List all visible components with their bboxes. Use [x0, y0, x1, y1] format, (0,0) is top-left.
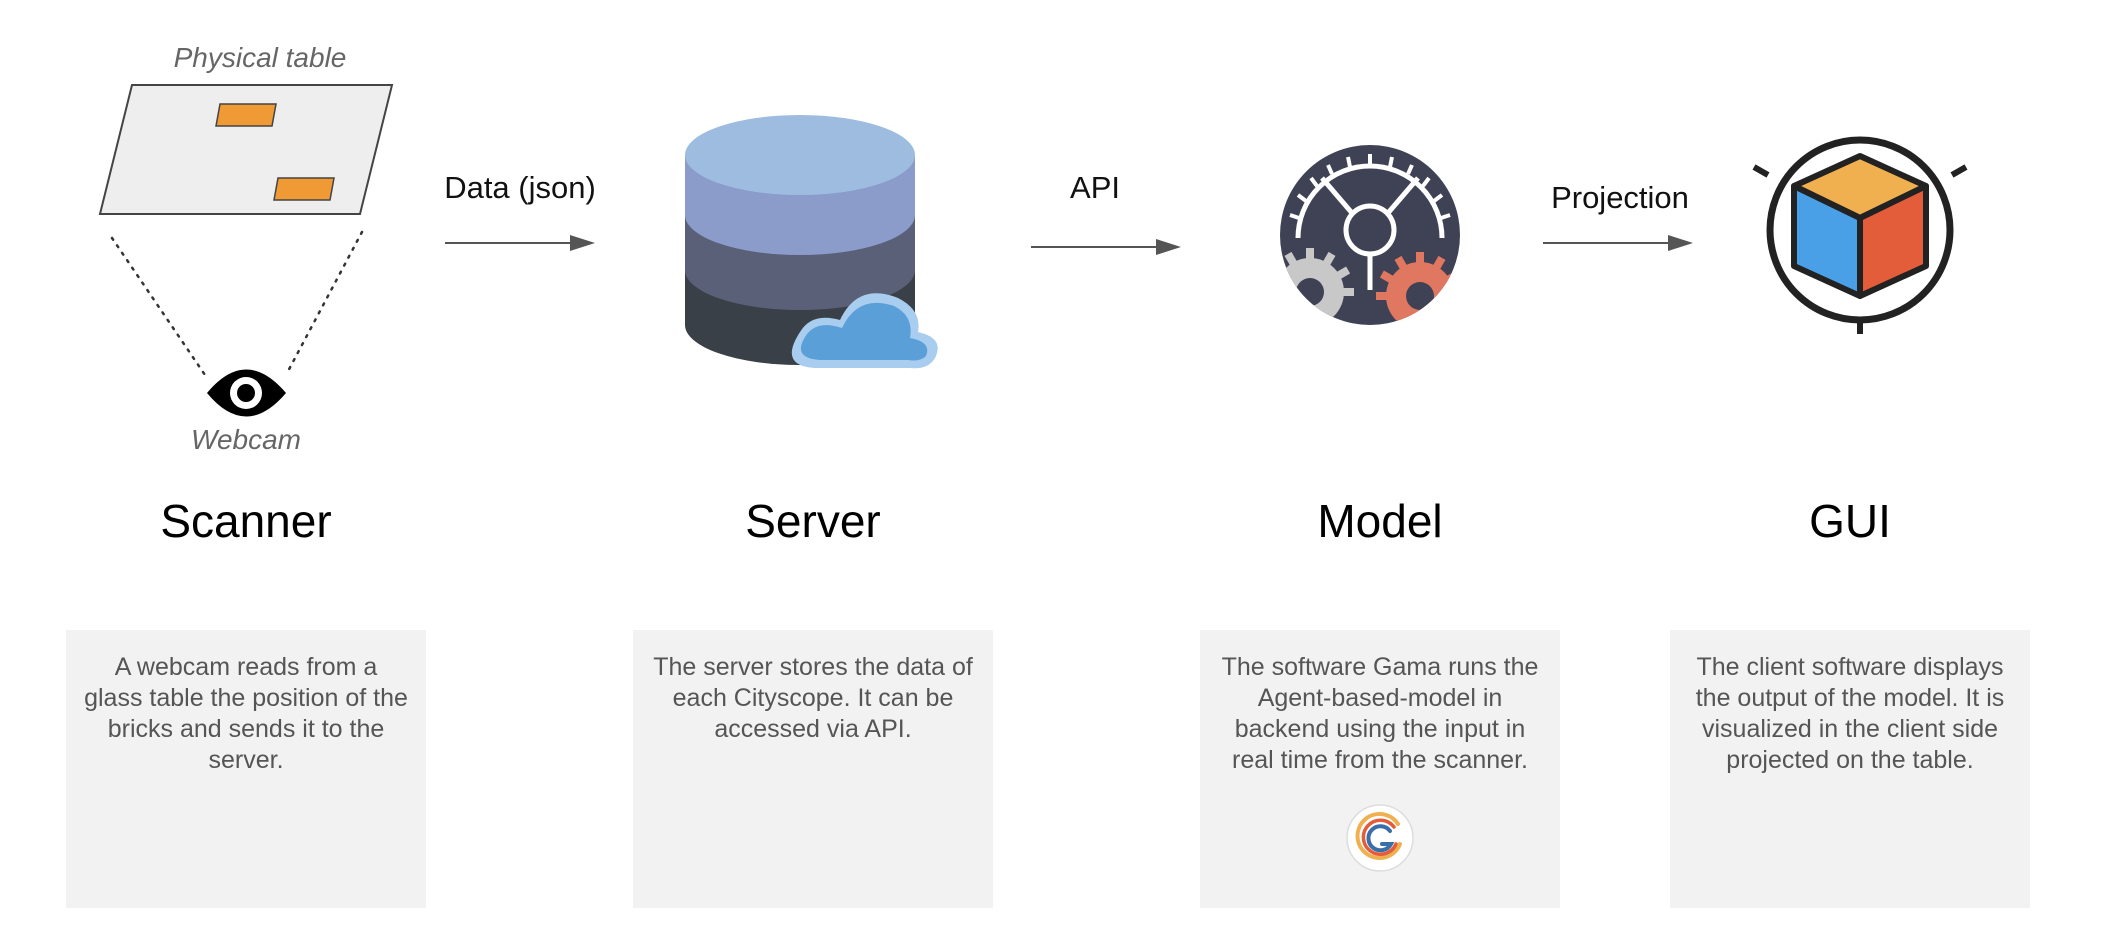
arrow-label-api: API	[1070, 170, 1120, 205]
scanner-illustration	[98, 84, 394, 417]
model-description: The software Gama runs the Agent-based-m…	[1221, 653, 1539, 774]
server-title: Server	[745, 495, 881, 547]
webcam-label: Webcam	[191, 424, 301, 455]
database-icon	[685, 115, 938, 369]
model-description-box: The software Gama runs the Agent-based-m…	[1200, 630, 1560, 908]
brick-icon	[273, 177, 335, 201]
arrow-scanner-to-server	[445, 235, 595, 251]
server-description-box: The server stores the data of each Citys…	[633, 630, 993, 908]
scanner-description-box: A webcam reads from a glass table the po…	[66, 630, 426, 908]
physical-table-icon	[98, 84, 394, 215]
gears-icon	[1280, 145, 1460, 325]
cube-icon	[1752, 136, 1968, 334]
gui-description-box: The client software displays the output …	[1670, 630, 2030, 908]
arrow-label-data-json: Data (json)	[444, 170, 596, 205]
arrow-model-to-gui	[1543, 235, 1693, 251]
scanner-title: Scanner	[160, 495, 332, 547]
server-description: The server stores the data of each Citys…	[653, 653, 973, 743]
gui-title: GUI	[1809, 495, 1891, 547]
gama-logo-icon	[1346, 804, 1414, 872]
arrow-label-projection: Projection	[1551, 180, 1689, 215]
brick-icon	[215, 103, 277, 127]
arrow-server-to-model	[1031, 239, 1181, 255]
model-title: Model	[1317, 495, 1443, 547]
scanner-description: A webcam reads from a glass table the po…	[84, 653, 408, 774]
gui-description: The client software displays the output …	[1695, 653, 2005, 774]
eye-icon	[207, 369, 286, 417]
cloud-icon	[791, 293, 938, 369]
physical-table-label: Physical table	[173, 42, 347, 73]
